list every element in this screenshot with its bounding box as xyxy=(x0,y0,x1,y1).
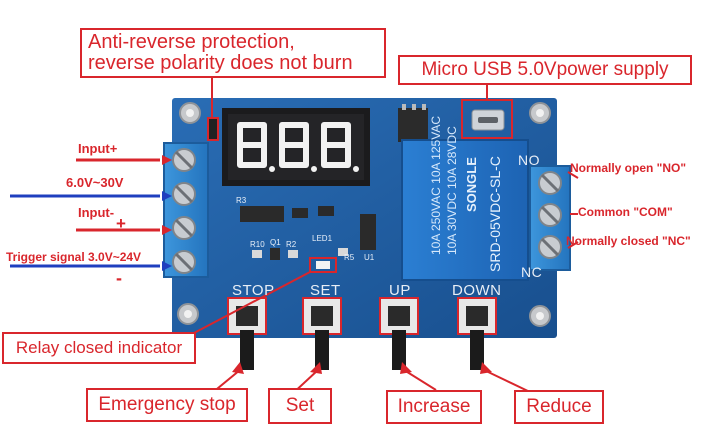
anti-reverse-callout: Anti-reverse protection, reverse polarit… xyxy=(80,28,386,78)
common-label: Common "COM" xyxy=(578,205,673,219)
trigger-signal-label: Trigger signal 3.0V~24V xyxy=(6,250,142,264)
anti-reverse-line-2: reverse polarity does not burn xyxy=(88,52,353,74)
down-silk-label: DOWN xyxy=(452,282,502,299)
pcb-label-r2: R2 xyxy=(286,240,297,249)
plus-sign-label: + xyxy=(116,214,126,233)
increase-text: Increase xyxy=(397,396,471,418)
reduce-callout: Reduce xyxy=(514,390,604,424)
usb-power-callout: Micro USB 5.0Vpower supply xyxy=(398,55,692,85)
pcb-label-q1: Q1 xyxy=(270,238,281,247)
pcb-label-led1: LED1 xyxy=(312,234,333,243)
relay-indicator-text: Relay closed indicator xyxy=(15,338,183,358)
relay-rating-2: 10A 30VDC 10A 28VDC xyxy=(445,126,459,255)
input-terminal-block xyxy=(163,142,209,278)
pcb-label-r10: R10 xyxy=(250,240,265,249)
reduce-text: Reduce xyxy=(526,396,592,418)
input-minus-label: Input- xyxy=(78,205,115,220)
seven-segment-display xyxy=(222,108,370,186)
voltage-range-label: 6.0V~30V xyxy=(66,175,124,190)
relay-indicator-callout: Relay closed indicator xyxy=(2,332,196,364)
output-wire-arrows xyxy=(567,171,579,249)
input-wire-arrows xyxy=(10,155,172,271)
stop-silk-label: STOP xyxy=(232,282,275,299)
normally-open-label: Normally open "NO" xyxy=(570,161,687,175)
usb-power-text: Micro USB 5.0Vpower supply xyxy=(421,59,669,81)
minus-sign-label: - xyxy=(116,268,122,288)
anti-reverse-diode xyxy=(207,117,219,141)
pcb-label-u1: U1 xyxy=(364,253,375,262)
emergency-stop-callout: Emergency stop xyxy=(86,388,248,422)
relay-model: SRD-05VDC-SL-C xyxy=(487,156,503,272)
mounting-holes xyxy=(177,102,551,327)
input-plus-label: Input+ xyxy=(78,141,118,156)
pushbuttons xyxy=(227,297,497,370)
up-silk-label: UP xyxy=(389,282,411,299)
pcb-label-r5: R5 xyxy=(344,253,355,262)
normally-closed-label: Normally closed "NC" xyxy=(566,234,691,248)
relay-brand: SONGLE xyxy=(464,157,479,212)
set-text: Set xyxy=(285,395,315,417)
pcb-label-r3: R3 xyxy=(236,196,247,205)
anti-reverse-line-1: Anti-reverse protection, xyxy=(88,31,295,53)
emergency-stop-text: Emergency stop xyxy=(98,394,236,416)
relay: 10A 250VAC 10A 125VAC 10A 30VDC 10A 28VD… xyxy=(401,116,529,281)
increase-callout: Increase xyxy=(386,390,482,424)
no-silk-label: NO xyxy=(518,152,540,168)
set-callout: Set xyxy=(268,388,332,424)
output-terminal-block xyxy=(529,165,571,271)
relay-rating-1: 10A 250VAC 10A 125VAC xyxy=(429,116,443,255)
callout-arrowheads xyxy=(232,362,492,374)
set-silk-label: SET xyxy=(310,282,341,299)
relay-indicator-led xyxy=(309,257,337,273)
smd-components xyxy=(240,206,376,260)
nc-silk-label: NC xyxy=(521,264,543,280)
